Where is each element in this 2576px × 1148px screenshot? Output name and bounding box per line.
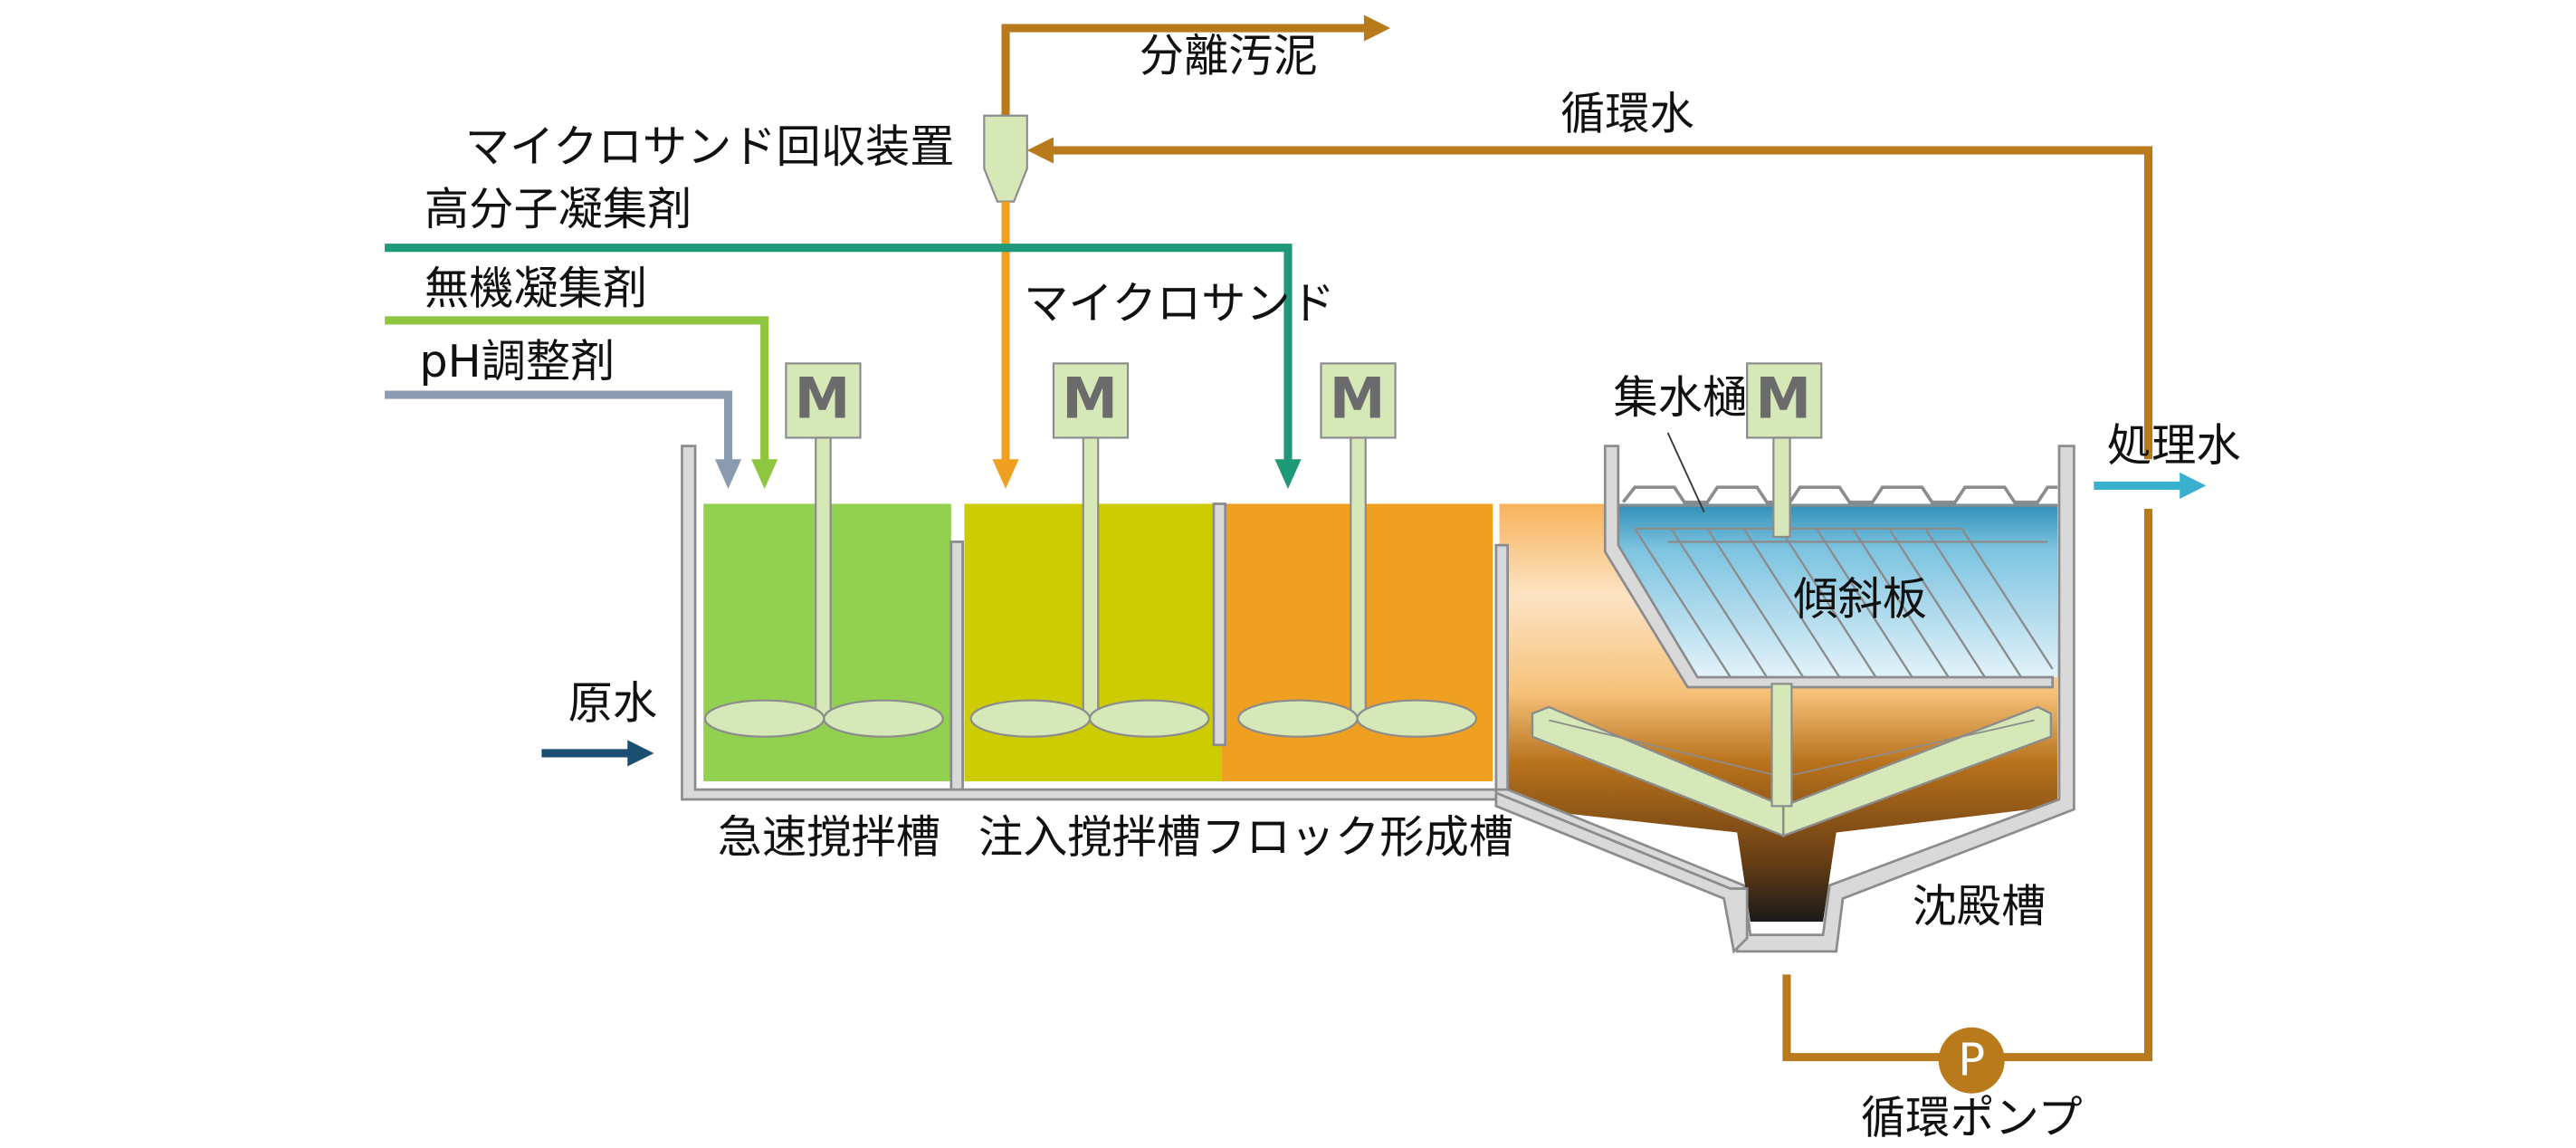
circulating-water-line xyxy=(1050,146,2153,460)
inclined-plates xyxy=(1634,527,2054,678)
label-separated-sludge: 分離汚泥 xyxy=(1140,29,1318,81)
partition-2 xyxy=(1212,502,1227,747)
treated-water-arrow xyxy=(2180,472,2207,499)
settling-hopper-left xyxy=(1494,790,1749,954)
motor-label-2: M xyxy=(1062,366,1118,432)
agitator-floc-formation xyxy=(1237,362,1478,738)
polymer-line xyxy=(385,244,1293,463)
inorganic-arrow xyxy=(751,459,778,490)
circulating-water-arrow xyxy=(1026,137,1054,164)
motor-label-1: M xyxy=(795,366,851,432)
separated-sludge-line xyxy=(1001,24,1368,116)
micro-sand-arrow xyxy=(992,459,1019,490)
label-sand-recovery: マイクロサンド回収装置 xyxy=(465,120,955,173)
label-floc-formation: フロック形成槽 xyxy=(1201,810,1513,863)
pump-discharge-line xyxy=(2001,508,2153,1062)
clarified-water xyxy=(1617,503,2058,684)
partition-1 xyxy=(949,541,964,791)
label-collection-trough: 集水樋 xyxy=(1613,371,1747,424)
inorganic-line xyxy=(385,316,769,463)
raw-water-arrow xyxy=(627,740,654,767)
polymer-arrow xyxy=(1274,459,1302,490)
mixing-tanks-wall xyxy=(681,445,1510,801)
sludge-scraper xyxy=(1531,683,2053,837)
label-inclined-plates: 傾斜板 xyxy=(1793,573,1927,626)
pump-label: P xyxy=(1958,1034,1985,1086)
inner-baffle xyxy=(1603,445,2055,689)
label-rapid-mix: 急速撹拌槽 xyxy=(718,810,940,863)
agitator-injection-mix xyxy=(969,362,1210,738)
label-settling-tank: 沈殿槽 xyxy=(1913,880,2046,933)
motor-settling-tank xyxy=(1746,362,1823,539)
pump-suction-line xyxy=(1782,974,1942,1062)
label-polymer: 高分子凝集剤 xyxy=(425,183,692,235)
separated-sludge-arrow xyxy=(1363,14,1391,42)
label-micro-sand: マイクロサンド xyxy=(1024,277,1335,330)
motor-label-3: M xyxy=(1330,366,1386,432)
collection-trough-weirs xyxy=(1621,485,2058,504)
ph-adjuster-arrow xyxy=(714,459,742,490)
label-treated-water: 処理水 xyxy=(2107,419,2241,472)
ph-adjuster-line xyxy=(385,390,733,463)
label-ph-adjuster: pH調整剤 xyxy=(419,335,615,387)
sand-recovery-device xyxy=(983,114,1028,203)
label-raw-water: 原水 xyxy=(568,677,658,730)
agitator-rapid-mix xyxy=(703,362,944,738)
label-circulation-pump: 循環ポンプ xyxy=(1861,1092,2083,1144)
label-circulating-water: 循環水 xyxy=(1560,87,1694,139)
motor-label-4: M xyxy=(1755,366,1811,432)
label-inorganic: 無機凝集剤 xyxy=(425,263,647,315)
circulation-pump xyxy=(1938,1027,2005,1094)
trough-leader-line xyxy=(1666,432,1705,512)
label-injection-mix: 注入撹拌槽 xyxy=(978,810,1201,863)
